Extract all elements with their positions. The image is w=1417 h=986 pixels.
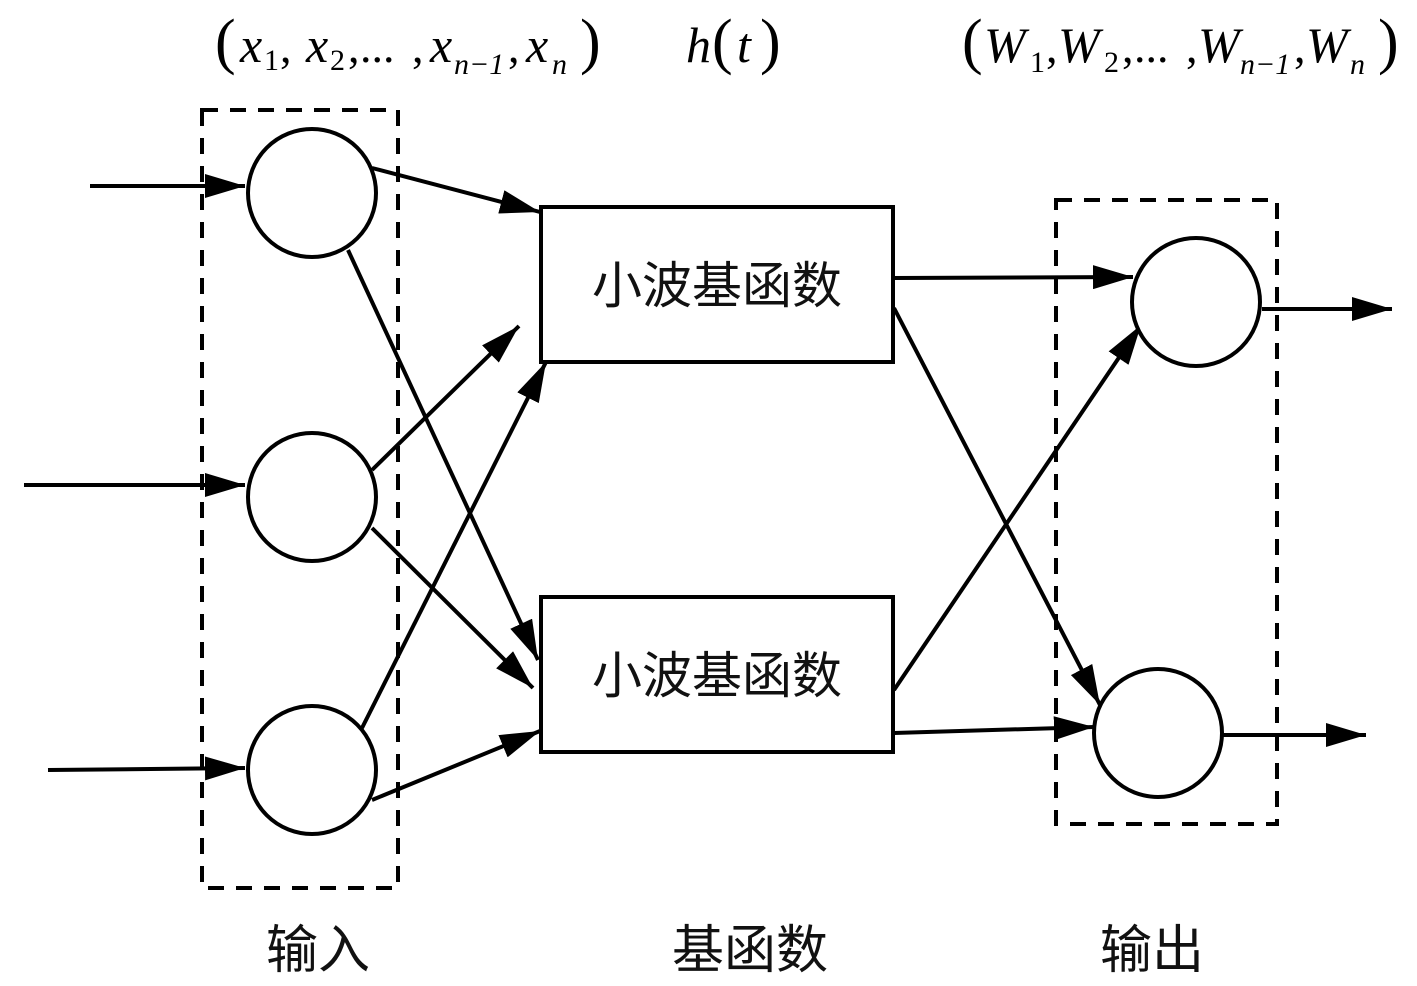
input-layer-label: 输入 bbox=[266, 921, 370, 981]
input-arrow-3 bbox=[47, 756, 246, 781]
output-layer-label: 输出 bbox=[1100, 921, 1204, 981]
term-wn: W bbox=[1306, 17, 1352, 73]
open-paren: ( bbox=[215, 8, 236, 76]
output-layer-group bbox=[1054, 198, 1279, 826]
sub-n: n bbox=[1350, 48, 1365, 81]
sub-2: 2 bbox=[330, 44, 345, 77]
hidden-layer-label: 基函数 bbox=[672, 921, 828, 981]
input-node-1 bbox=[246, 127, 378, 259]
sub-n-1: n−1 bbox=[1240, 48, 1290, 81]
comma: , bbox=[412, 21, 424, 72]
hidden-box-2 bbox=[539, 595, 895, 754]
basis-function-label: h ( t ) bbox=[686, 8, 781, 76]
edge-input3-hidden2 bbox=[371, 729, 541, 802]
edge-hidden1-output1 bbox=[893, 265, 1134, 290]
output-weights-label: ( W 1 , W 2 , ... , W n−1 , W n ) bbox=[962, 8, 1399, 81]
hidden-box-1-label: 小波基函数 bbox=[592, 257, 842, 315]
term-xn-1: x bbox=[429, 17, 452, 73]
sub-n: n bbox=[552, 48, 567, 81]
open-paren: ( bbox=[712, 8, 733, 76]
comma: , bbox=[1294, 21, 1306, 72]
input-layer-group bbox=[200, 108, 400, 890]
input-node-3 bbox=[246, 704, 378, 836]
term-x2: x bbox=[305, 17, 328, 73]
hidden-box-1 bbox=[539, 205, 895, 364]
sub-1: 1 bbox=[264, 44, 279, 77]
sub-n-1: n−1 bbox=[454, 48, 504, 81]
function-arg: t bbox=[737, 17, 752, 73]
edge-input2-hidden2 bbox=[370, 526, 535, 690]
term-w2: W bbox=[1058, 17, 1104, 73]
close-paren: ) bbox=[580, 8, 601, 76]
edge-input2-hidden1 bbox=[370, 324, 521, 472]
input-node-2 bbox=[246, 431, 378, 563]
hidden-box-2-label: 小波基函数 bbox=[592, 647, 842, 705]
term-w1: W bbox=[984, 17, 1030, 73]
function-name: h bbox=[686, 17, 711, 73]
edge-hidden1-output2 bbox=[892, 307, 1102, 706]
sub-1: 1 bbox=[1030, 46, 1045, 79]
input-vector-label: ( x 1 , x 2 , ... , x n−1 , x n ) bbox=[215, 8, 601, 81]
sub-2: 2 bbox=[1104, 46, 1119, 79]
edge-hidden2-output1 bbox=[892, 323, 1143, 692]
output-node-1 bbox=[1130, 236, 1262, 368]
term-xn: x bbox=[525, 17, 548, 73]
comma: , bbox=[1186, 21, 1198, 72]
edge-input1-hidden1 bbox=[371, 166, 541, 214]
comma: , bbox=[280, 21, 292, 72]
edge-hidden2-output2 bbox=[893, 716, 1095, 741]
ellipsis: ... bbox=[360, 21, 395, 72]
edge-input1-hidden2 bbox=[346, 249, 540, 661]
close-paren: ) bbox=[760, 8, 781, 76]
output-node-2 bbox=[1092, 667, 1224, 799]
close-paren: ) bbox=[1378, 8, 1399, 76]
open-paren: ( bbox=[962, 8, 983, 76]
comma: , bbox=[508, 21, 520, 72]
comma: , bbox=[348, 21, 360, 72]
comma: , bbox=[1046, 21, 1058, 72]
edge-input3-hidden1 bbox=[360, 361, 548, 729]
term-x1: x bbox=[239, 17, 262, 73]
term-wn-1: W bbox=[1198, 17, 1244, 73]
ellipsis: ... bbox=[1134, 21, 1169, 72]
comma: , bbox=[1122, 21, 1134, 72]
